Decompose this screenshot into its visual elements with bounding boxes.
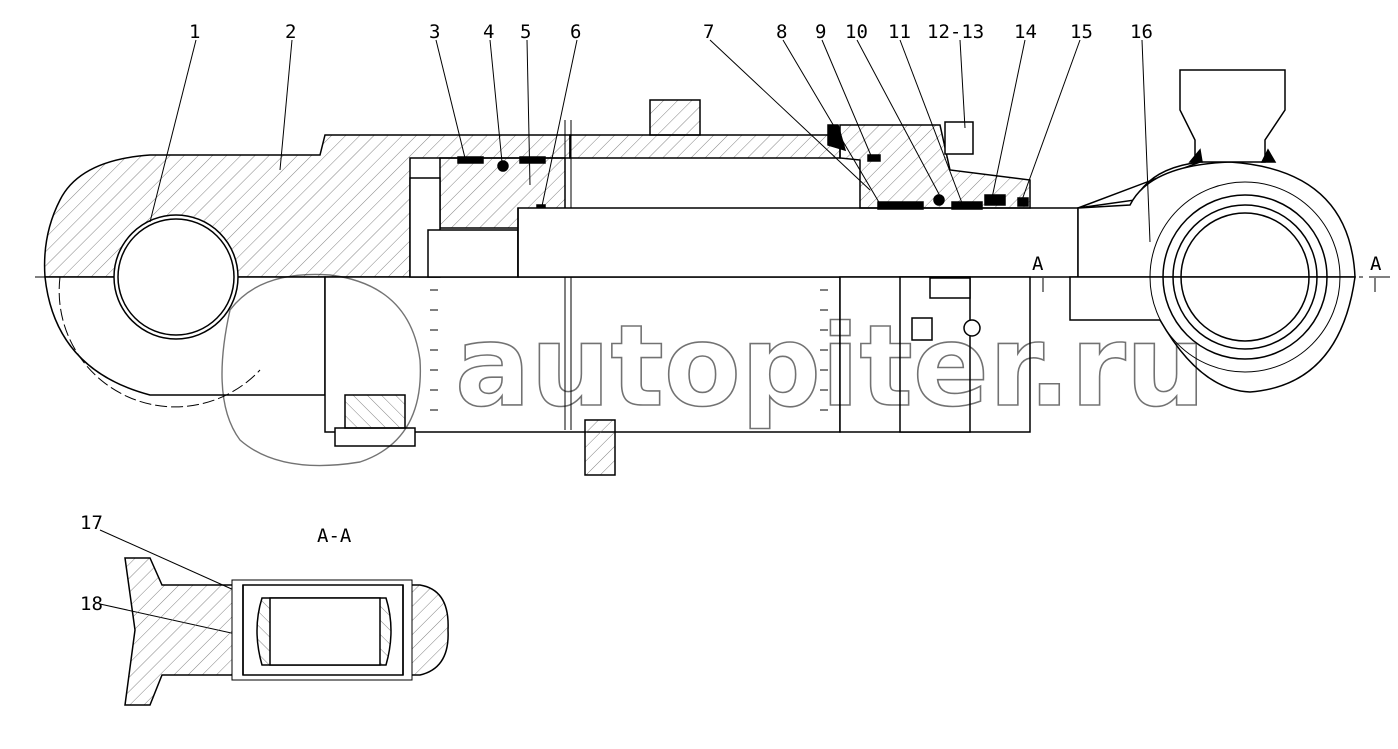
watermark-logo-icon bbox=[221, 273, 422, 467]
callout-14: 14 bbox=[1014, 21, 1037, 43]
callout-18: 18 bbox=[80, 593, 103, 615]
callout-8: 8 bbox=[776, 21, 787, 43]
callout-3: 3 bbox=[429, 21, 440, 43]
callout-16: 16 bbox=[1130, 21, 1153, 43]
callout-2: 2 bbox=[285, 21, 296, 43]
section-mark-left-label: A bbox=[1032, 253, 1044, 275]
callout-10: 10 bbox=[845, 21, 868, 43]
callout-labels: 1 2 3 4 5 6 7 8 9 10 11 12-13 14 15 16 1… bbox=[80, 21, 1153, 615]
callout-4: 4 bbox=[483, 21, 494, 43]
callout-5: 5 bbox=[520, 21, 531, 43]
callout-1: 1 bbox=[189, 21, 200, 43]
section-mark-right-label: A bbox=[1370, 253, 1382, 275]
callout-17: 17 bbox=[80, 512, 103, 534]
watermark: autopiter.ru bbox=[221, 273, 1206, 467]
watermark-text: autopiter.ru bbox=[455, 302, 1206, 432]
callout-9: 9 bbox=[815, 21, 826, 43]
callout-15: 15 bbox=[1070, 21, 1093, 43]
rod-end-eye bbox=[1069, 69, 1356, 393]
callout-6: 6 bbox=[570, 21, 581, 43]
section-view-a-a bbox=[124, 557, 449, 706]
cylinder-head bbox=[827, 121, 1031, 433]
piston-rod bbox=[517, 207, 1079, 278]
callout-11: 11 bbox=[888, 21, 911, 43]
leader-lines bbox=[99, 39, 1151, 641]
tube-end-eye bbox=[43, 134, 571, 408]
section-view-title: A-A bbox=[317, 525, 352, 547]
callout-12-13: 12-13 bbox=[927, 21, 984, 43]
callout-7: 7 bbox=[703, 21, 714, 43]
piston bbox=[409, 156, 566, 278]
